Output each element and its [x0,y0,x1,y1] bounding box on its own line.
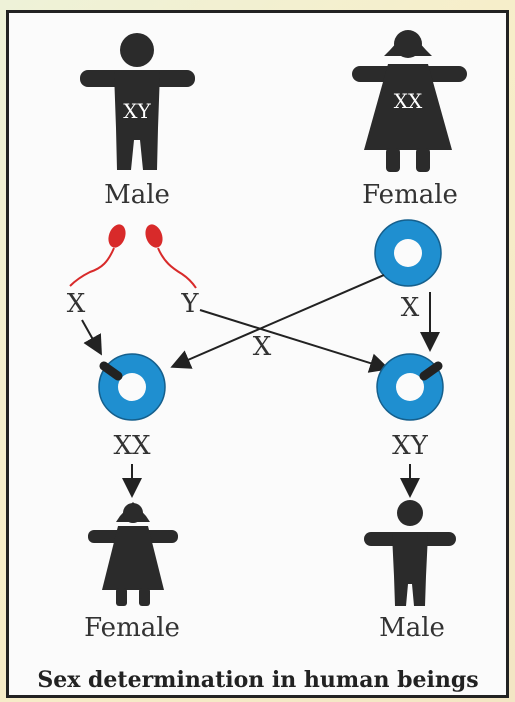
sperm-cell-x [69,224,126,287]
female-offspring-figure [88,502,178,606]
male-parent-figure [80,33,195,170]
male-offspring-figure [364,500,456,606]
arrow-sperm-x-to-xx [81,319,102,356]
zygote-xy-cell [376,353,444,421]
female-parent-chromosomes: XX [394,89,423,113]
arrow-egg-to-xx [170,274,385,369]
zygote-xy-label: XY [392,431,429,461]
diagram-caption: Sex determination in human beings [37,667,478,693]
sperm-cell-y [145,224,197,289]
fertilization-arrows [81,274,440,498]
female-parent-label: Female [362,180,458,210]
male-offspring-label: Male [379,613,445,643]
sperm-y-label: Y [180,289,199,319]
cross-x-label: X [253,332,272,362]
egg-x-label: X [401,293,420,323]
female-parent-figure [352,30,467,172]
egg-cell [374,219,442,287]
male-parent-chromosomes: XY [123,99,151,123]
sperm-x-label: X [67,289,86,319]
zygote-xx-cell [98,353,166,421]
zygote-xx-label: XX [113,431,151,461]
arrow-sperm-y-to-xy [199,309,390,373]
female-offspring-label: Female [84,613,180,643]
male-parent-label: Male [104,180,170,210]
